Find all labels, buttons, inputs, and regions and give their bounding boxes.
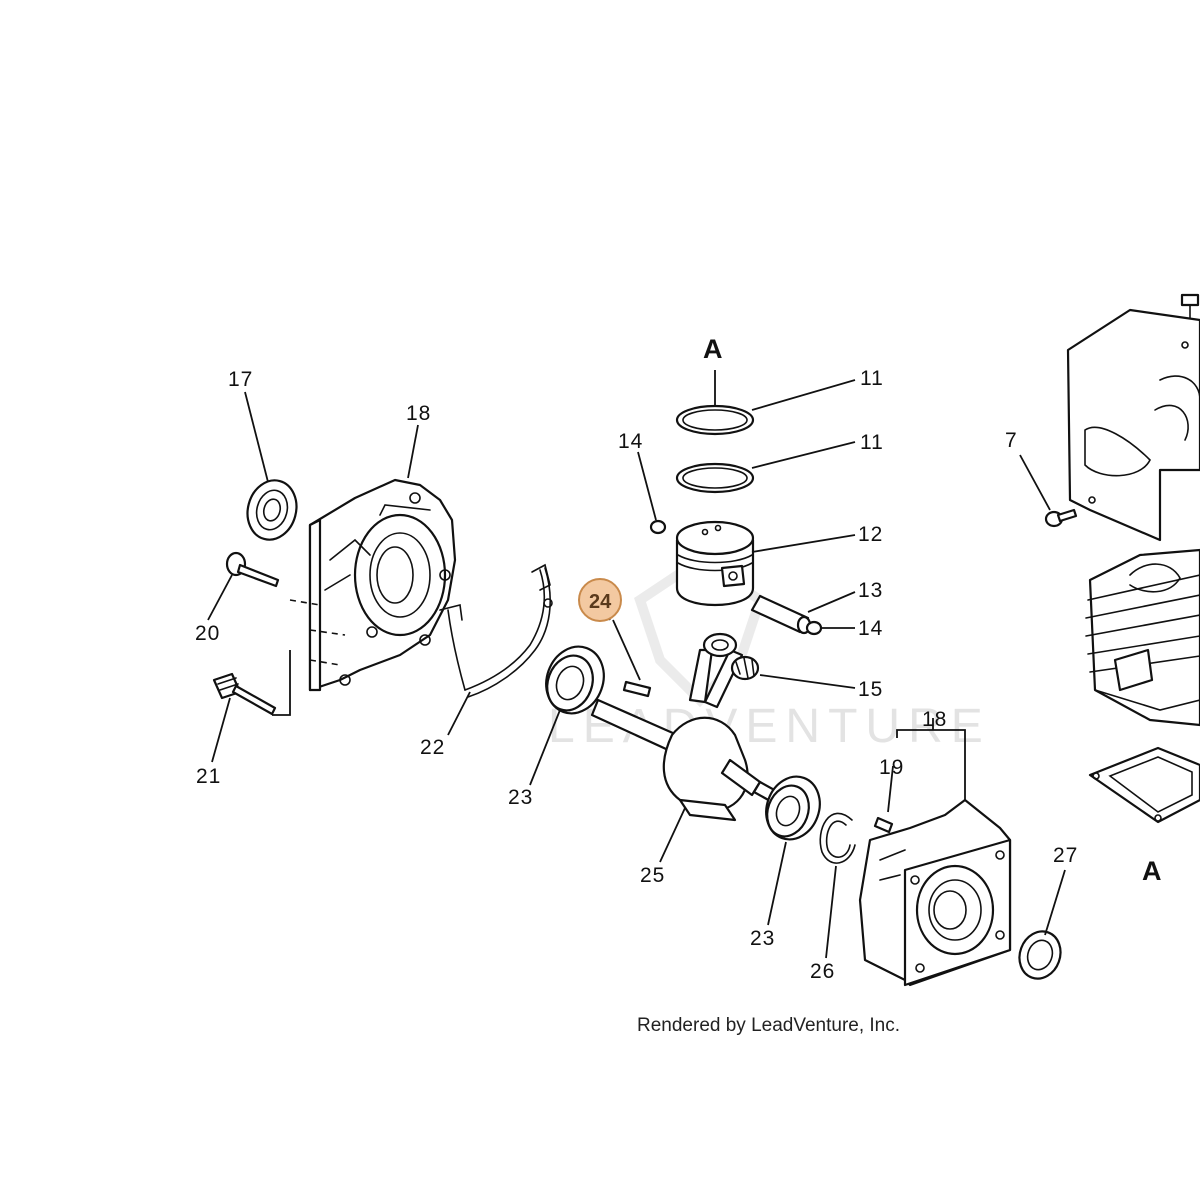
- oil-seal-27-part[interactable]: [1013, 926, 1067, 985]
- section-label-a-bottom: A: [1142, 856, 1162, 886]
- bearing-23-right-part[interactable]: [758, 769, 829, 847]
- callout-22[interactable]: 22: [420, 736, 445, 759]
- callout-18-left[interactable]: 18: [406, 402, 431, 425]
- gasket-22-part[interactable]: [439, 563, 553, 698]
- crankcase-left-part[interactable]: [308, 478, 457, 692]
- piston-12-part[interactable]: [675, 520, 755, 607]
- bearing-23-left-part[interactable]: [537, 638, 613, 721]
- woodruff-key-24-part[interactable]: [622, 680, 652, 698]
- callout-21[interactable]: 21: [196, 765, 221, 788]
- callout-12[interactable]: 12: [858, 523, 883, 546]
- callout-13[interactable]: 13: [858, 579, 883, 602]
- needle-bearing-15-part[interactable]: [730, 655, 760, 681]
- circlip-14-lower-part[interactable]: [805, 620, 823, 636]
- callout-25[interactable]: 25: [640, 864, 665, 887]
- callout-18-right[interactable]: 18: [922, 708, 947, 731]
- callout-24[interactable]: 24: [589, 591, 612, 613]
- callout-11-upper[interactable]: 11: [860, 367, 884, 390]
- callout-23-left[interactable]: 23: [508, 786, 533, 809]
- callout-7[interactable]: 7: [1005, 429, 1018, 452]
- highlight-circle: [578, 578, 622, 622]
- bolt-21-part[interactable]: [212, 672, 277, 716]
- oil-seal-17-part[interactable]: [241, 475, 303, 545]
- callout-19[interactable]: 19: [879, 756, 904, 779]
- snap-ring-26-part[interactable]: [819, 812, 856, 864]
- circlip-14-upper-part[interactable]: [649, 519, 667, 535]
- callout-24-highlight[interactable]: 24: [578, 578, 622, 622]
- cylinder-base-gasket-part[interactable]: [1088, 746, 1200, 824]
- rendered-by-credit: Rendered by LeadVenture, Inc.: [637, 1015, 900, 1036]
- piston-pin-13-part[interactable]: [750, 594, 812, 635]
- bolt-7-part[interactable]: [1044, 508, 1078, 528]
- crankcase-right-part[interactable]: [858, 798, 1012, 987]
- callout-14-lower[interactable]: 14: [858, 617, 883, 640]
- callout-23-right[interactable]: 23: [750, 927, 775, 950]
- piston-ring-lower-part[interactable]: [675, 462, 755, 494]
- callout-15[interactable]: 15: [858, 678, 883, 701]
- section-label-a-top: A: [703, 334, 723, 364]
- callout-27[interactable]: 27: [1053, 844, 1078, 867]
- cylinder-cover-part[interactable]: [1066, 293, 1200, 542]
- callout-26[interactable]: 26: [810, 960, 835, 983]
- callout-11-lower[interactable]: 11: [860, 431, 884, 454]
- cylinder-part[interactable]: [1085, 548, 1200, 727]
- dowel-pin-19-part[interactable]: [873, 816, 894, 834]
- callout-17[interactable]: 17: [228, 368, 253, 391]
- piston-ring-upper-part[interactable]: [675, 404, 755, 436]
- bolt-20-part[interactable]: [225, 551, 280, 588]
- callout-20[interactable]: 20: [195, 622, 220, 645]
- callout-14-upper[interactable]: 14: [618, 430, 643, 453]
